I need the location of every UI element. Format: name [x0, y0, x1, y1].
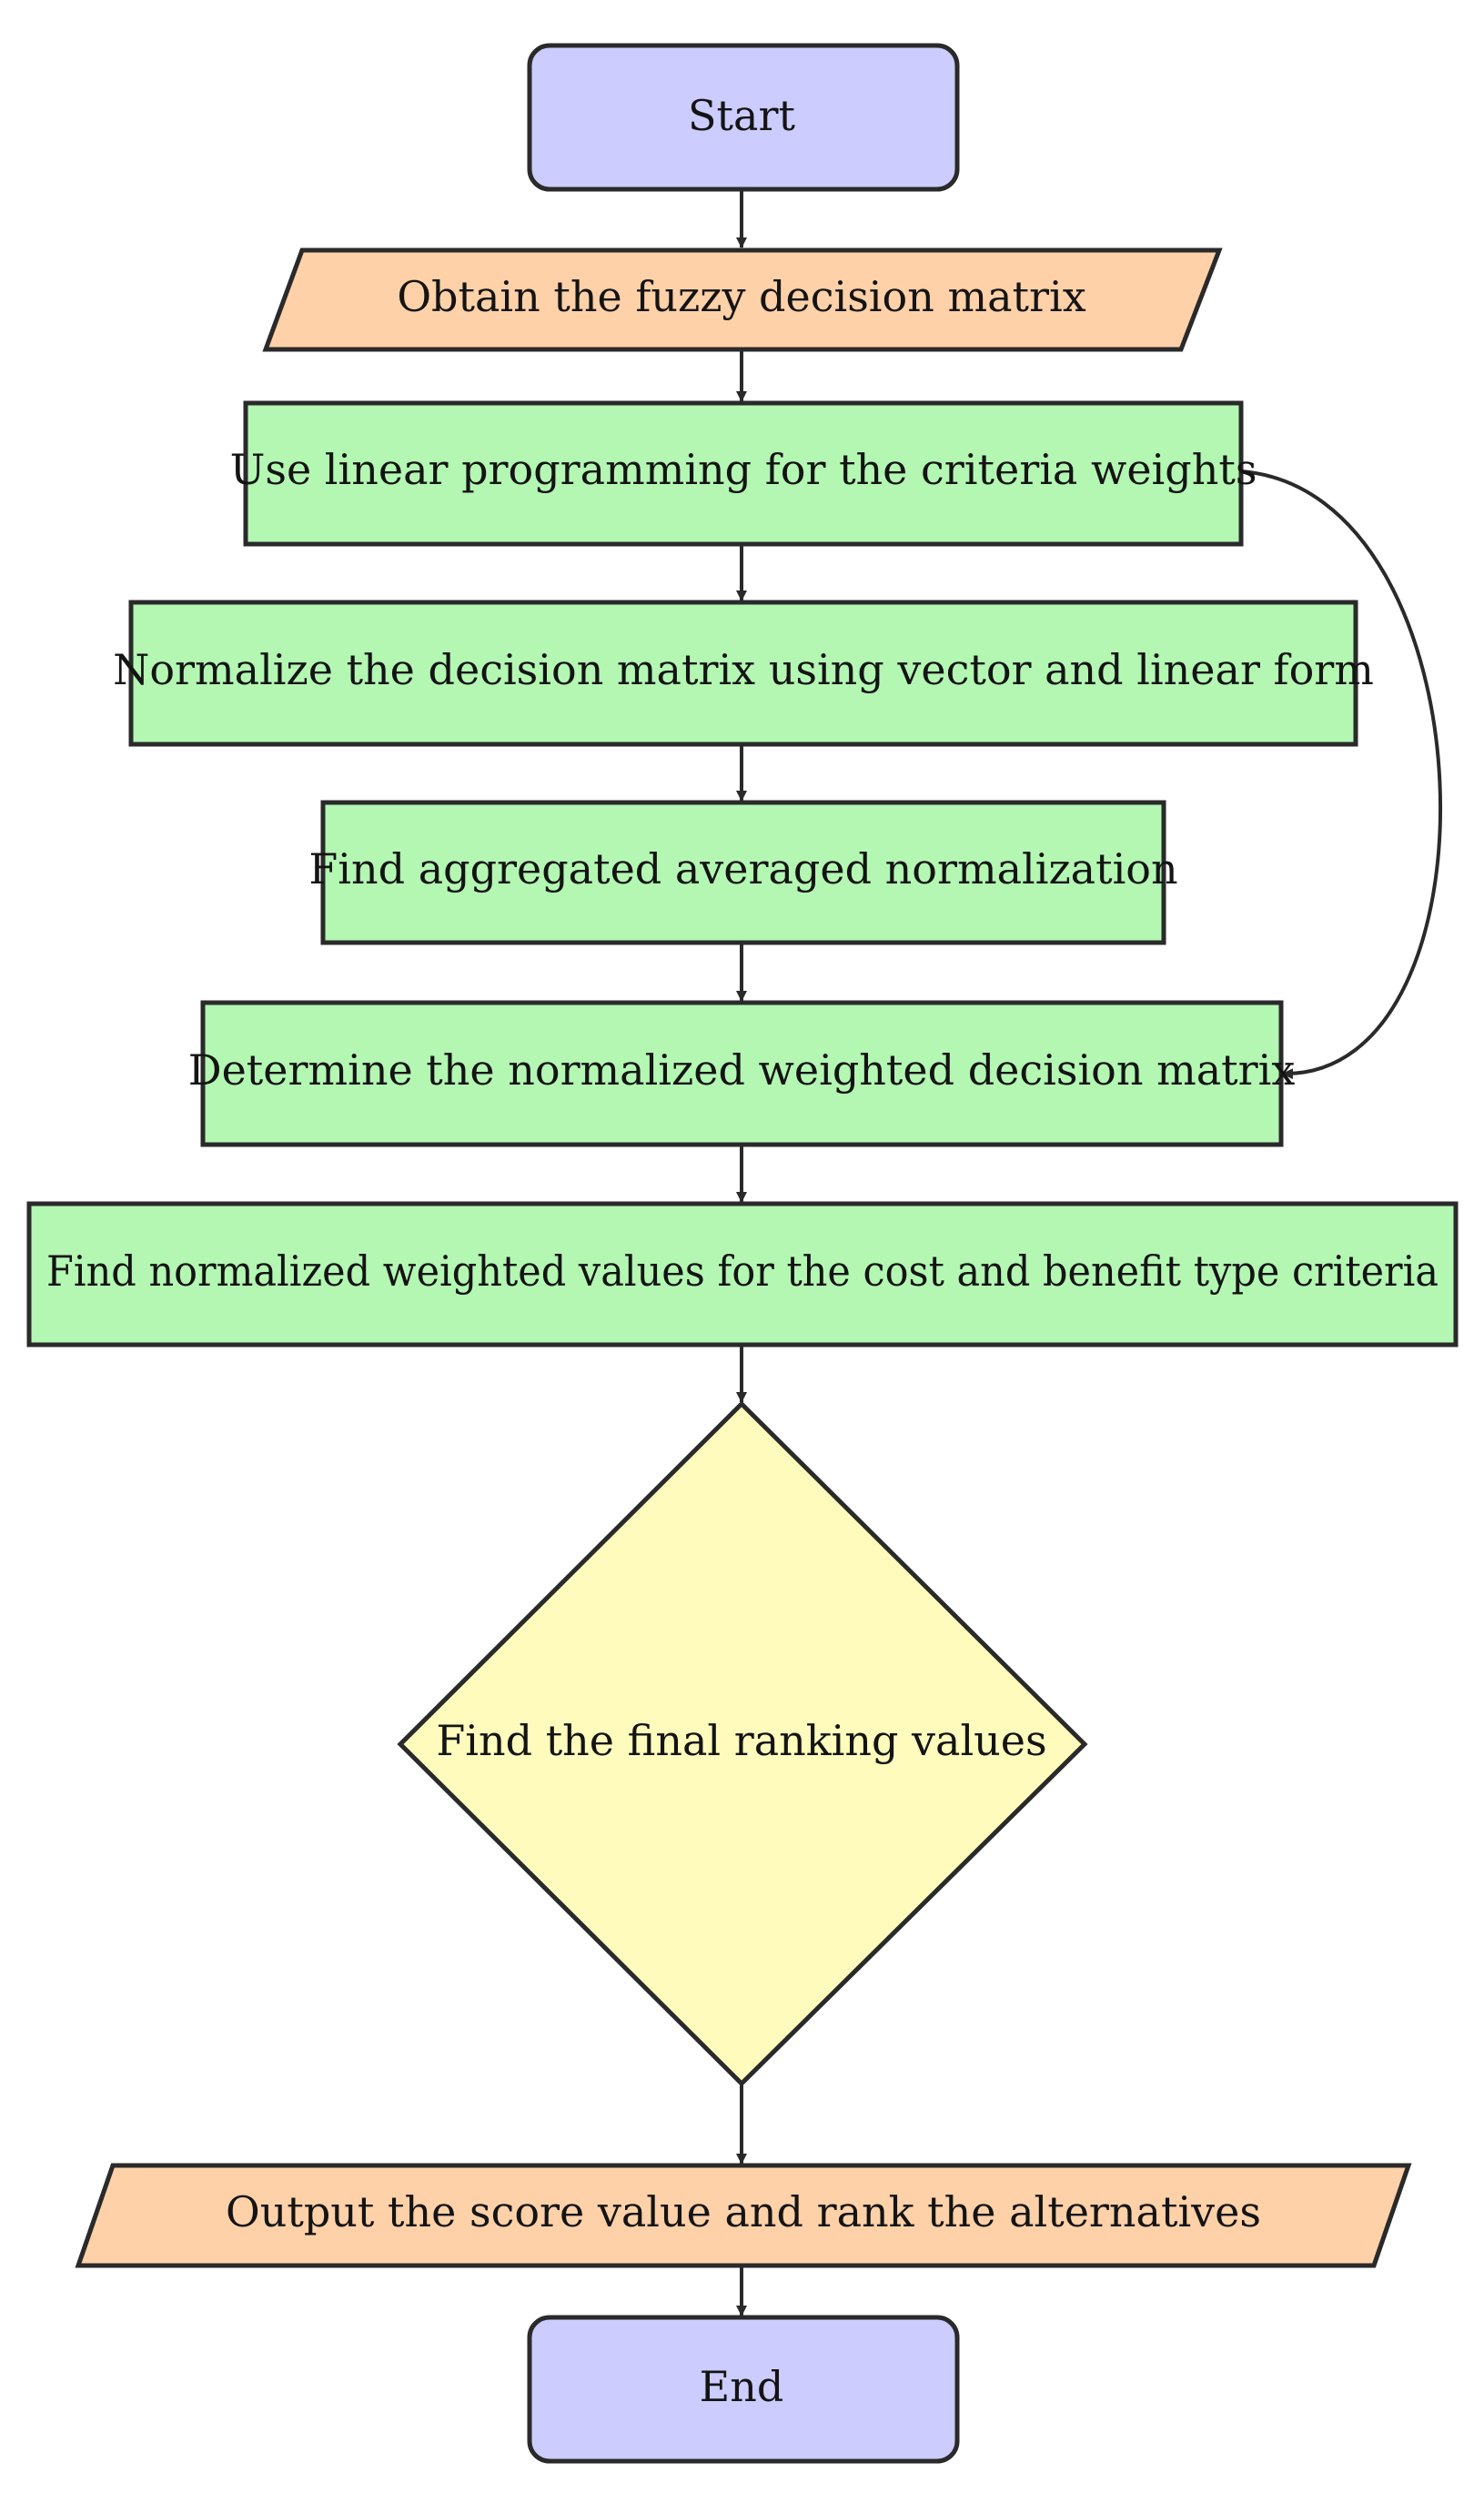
normalize-shape: [128, 600, 1358, 747]
obtain-node: Obtain the fuzzy decision matrix: [262, 247, 1223, 352]
end-label: End: [700, 2362, 784, 2411]
weighted-matrix-shape: [200, 1000, 1284, 1147]
obtain-label: Obtain the fuzzy decision matrix: [397, 272, 1085, 321]
start-label: Start: [688, 91, 795, 140]
cost-benefit-label: Find normalized weighted values for the …: [46, 1246, 1439, 1296]
output-label: Output the score value and rank the alte…: [226, 2187, 1261, 2236]
aggregated-node: Find aggregated averaged normalization: [308, 800, 1178, 945]
ranking-shape: [397, 1400, 1088, 2087]
output-node: Output the score value and rank the alte…: [75, 2163, 1412, 2268]
cost-benefit-shape: [26, 1201, 1459, 1347]
normalize-label: Normalize the decision matrix using vect…: [113, 645, 1374, 694]
ranking-label: Find the final ranking values: [436, 1716, 1046, 1765]
linear-label: Use linear programming for the criteria …: [230, 445, 1257, 494]
start-shape: [527, 43, 960, 192]
start-node: Start: [527, 43, 960, 192]
aggregated-label: Find aggregated averaged normalization: [308, 844, 1177, 893]
aggregated-shape: [320, 800, 1166, 945]
linear-node: Use linear programming for the criteria …: [230, 400, 1257, 547]
ranking-node: Find the final ranking values: [397, 1400, 1088, 2087]
normalize-node: Normalize the decision matrix using vect…: [113, 600, 1374, 747]
weighted-matrix-label: Determine the normalized weighted decisi…: [188, 1045, 1296, 1095]
arrow-linear-to-weighted-matrix: [1240, 469, 1442, 1080]
output-shape: [75, 2163, 1412, 2268]
linear-shape: [243, 400, 1244, 547]
weighted-matrix-node: Determine the normalized weighted decisi…: [188, 1000, 1296, 1147]
end-shape: [527, 2315, 960, 2464]
obtain-shape: [262, 247, 1223, 352]
cost-benefit-node: Find normalized weighted values for the …: [26, 1201, 1459, 1347]
end-node: End: [527, 2315, 960, 2464]
connectors: [736, 189, 1442, 2316]
